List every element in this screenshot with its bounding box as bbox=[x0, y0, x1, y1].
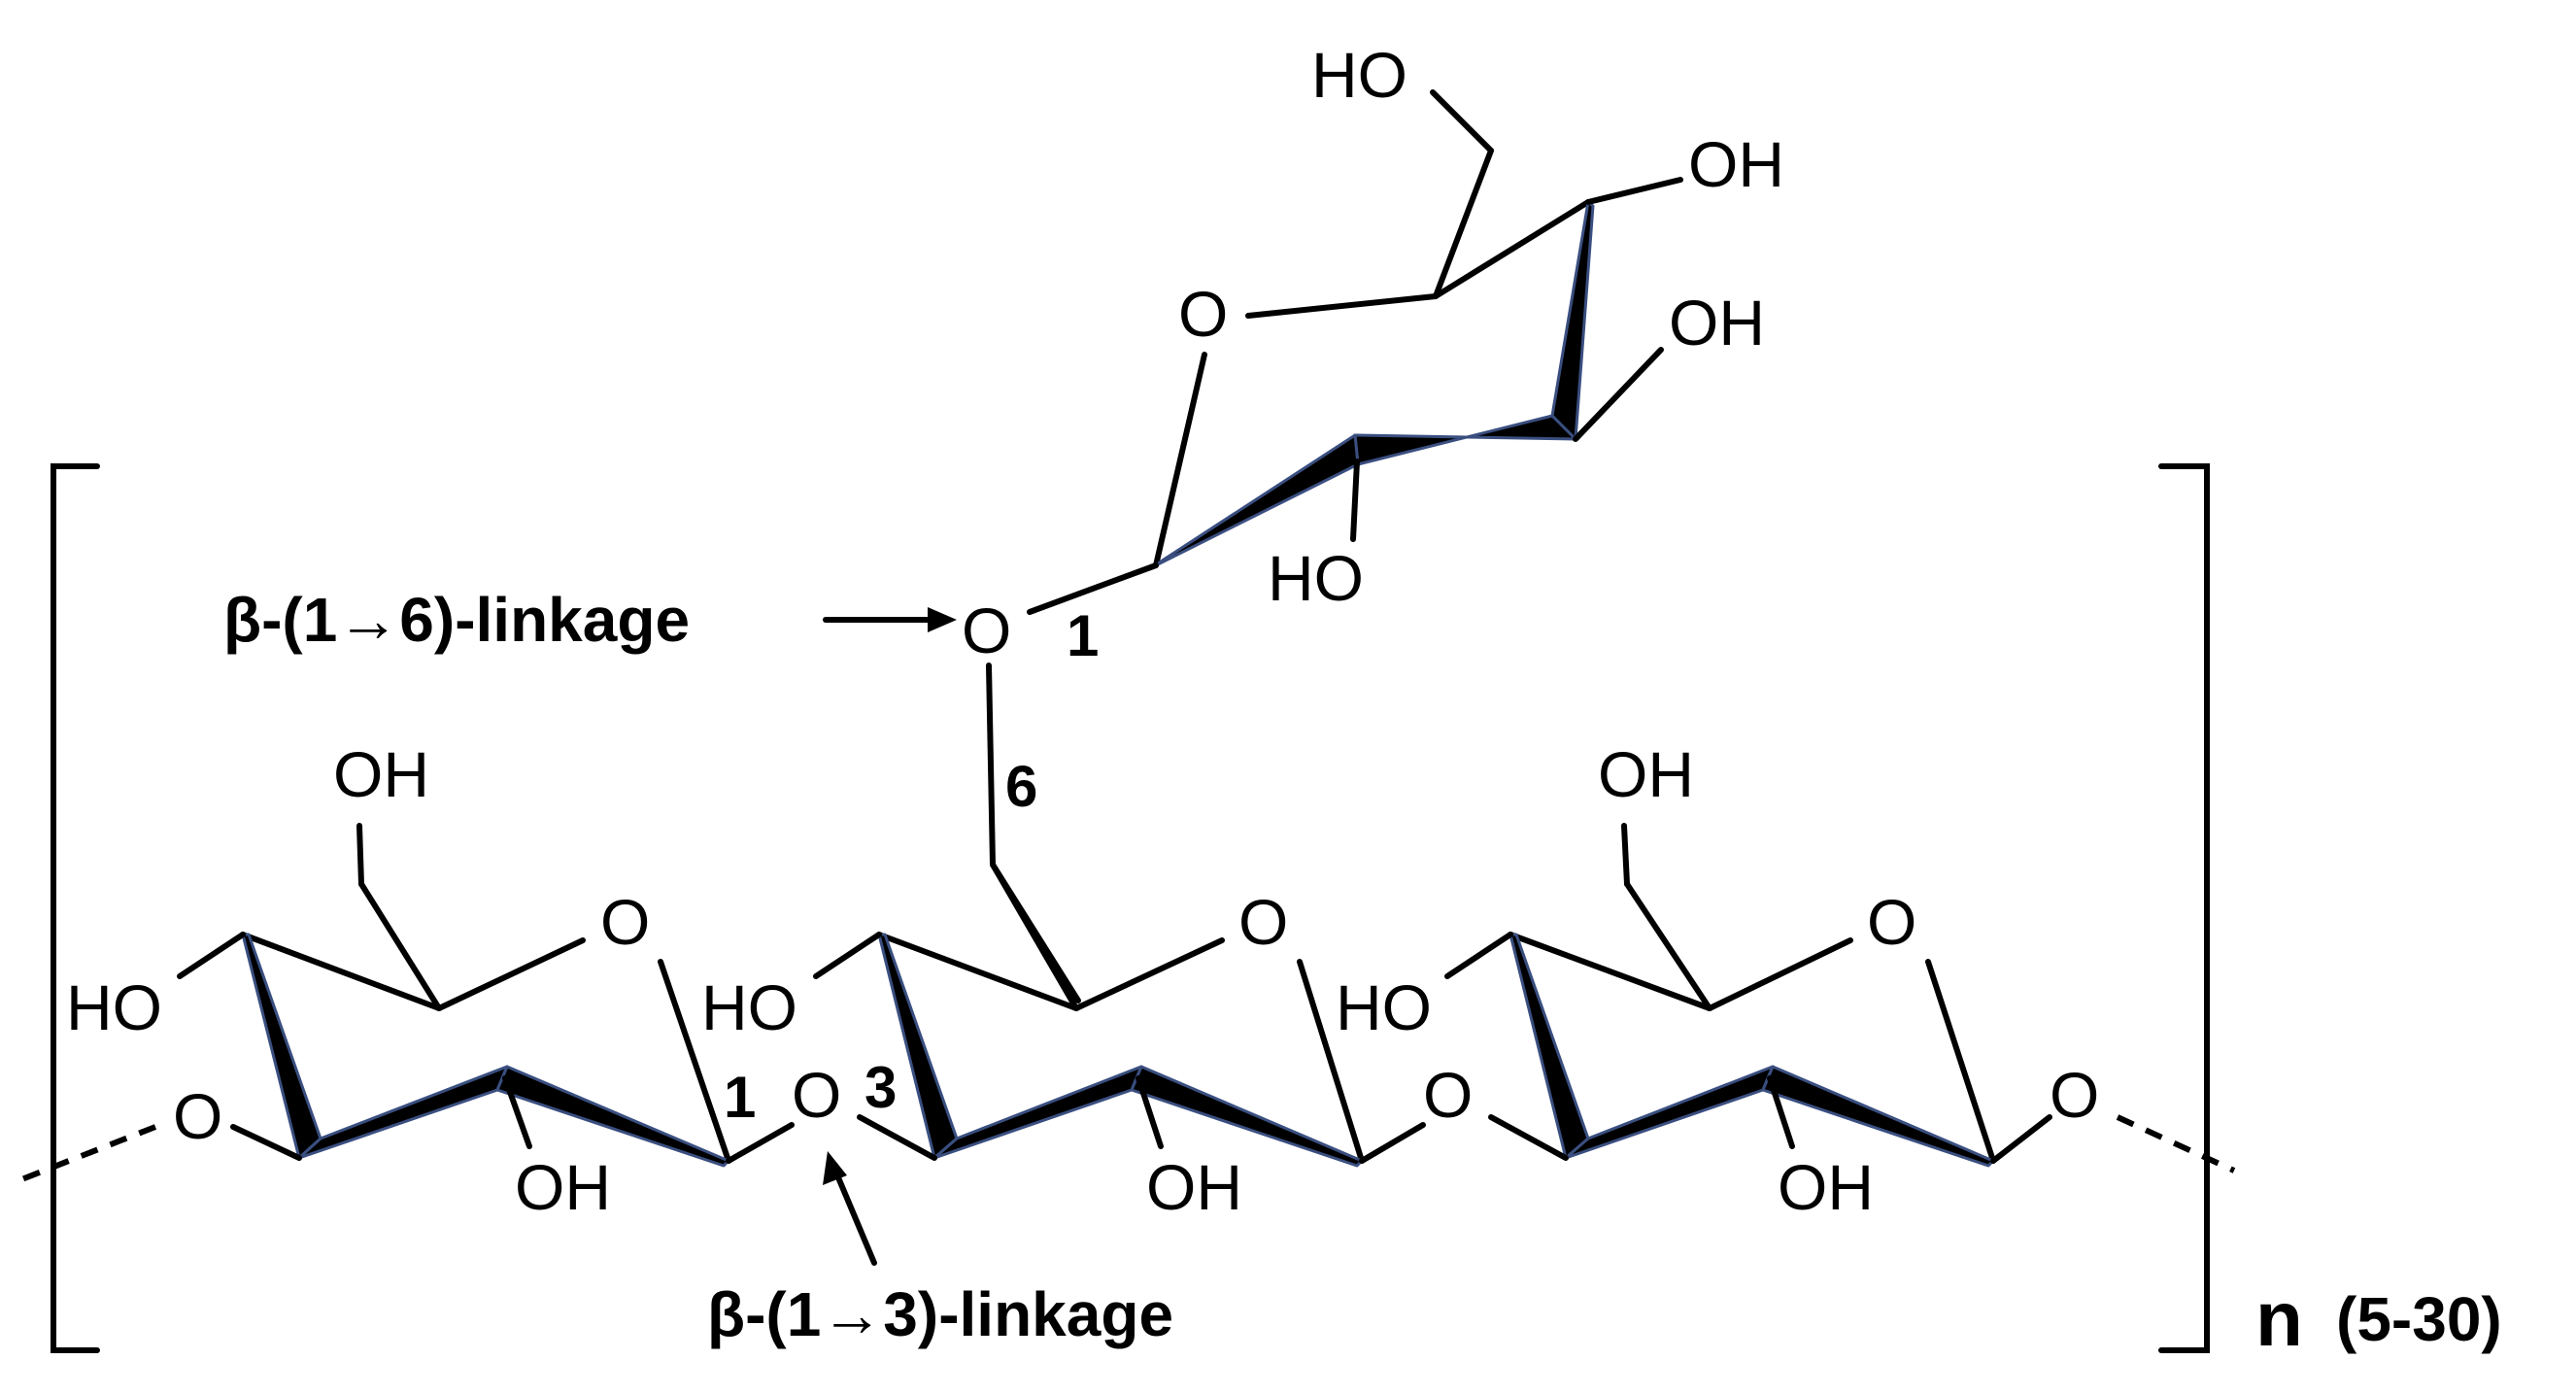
ring2-ring-oxygen-label: O bbox=[1238, 886, 1288, 958]
branch-glucose-ring bbox=[1027, 89, 1683, 615]
ring1-oh-c6-label: OH bbox=[333, 738, 429, 810]
backbone-ring-3 bbox=[1359, 823, 2236, 1173]
position-1-backbone-label: 1 bbox=[724, 1065, 756, 1130]
left-bracket bbox=[51, 463, 100, 1353]
arrow-beta-1-6 bbox=[823, 607, 957, 632]
ring1-ring-oxygen-label: O bbox=[600, 886, 650, 958]
ring2-glycosidic-oxygen-label: O bbox=[1423, 1059, 1473, 1131]
glycosidic-oxygen-1-6-label: O bbox=[962, 595, 1011, 666]
branch-oh-c4-label: OH bbox=[1688, 128, 1784, 200]
position-6-label: 6 bbox=[1005, 754, 1037, 819]
ring1-glycosidic-oxygen-label: O bbox=[173, 1080, 222, 1152]
branch-wedge-right bbox=[1550, 200, 1595, 441]
branch-oh-c3-label: OH bbox=[1669, 287, 1765, 358]
ring1-ho-c4-label: HO bbox=[66, 971, 162, 1043]
backbone-ring-2 bbox=[726, 862, 1365, 1168]
repeat-n-label: n bbox=[2255, 1275, 2303, 1362]
ring3-oh-c6-label: OH bbox=[1598, 738, 1694, 810]
ring3-glycosidic-oxygen-label: O bbox=[2050, 1059, 2099, 1131]
position-1-branch-label: 1 bbox=[1067, 603, 1099, 668]
branch-ho-c2-label: HO bbox=[1268, 542, 1364, 614]
beta-1-3-linkage-label: β-(1→3)-linkage bbox=[707, 1279, 1173, 1349]
ring2-oh-c2-label: OH bbox=[1146, 1151, 1242, 1223]
beta-1-6-bond bbox=[986, 663, 1081, 1003]
repeat-range-label: (5-30) bbox=[2336, 1284, 2502, 1354]
branch-wedge-bottom bbox=[1353, 414, 1577, 466]
ring3-ring-oxygen-label: O bbox=[1867, 886, 1916, 958]
branch-ring-oxygen-label: O bbox=[1178, 278, 1228, 350]
ring1-oh-c2-label: OH bbox=[515, 1151, 611, 1223]
ring2-ho-c4-label: HO bbox=[701, 971, 797, 1043]
ring3-ho-c4-label: HO bbox=[1336, 971, 1432, 1043]
glycosidic-oxygen-1-3-label: O bbox=[792, 1059, 841, 1131]
arrow-beta-1-3 bbox=[823, 1151, 877, 1266]
beta-1-6-linkage-label: β-(1→6)-linkage bbox=[223, 585, 690, 655]
right-bracket bbox=[2158, 463, 2210, 1353]
ring3-oh-c2-label: OH bbox=[1778, 1151, 1874, 1223]
position-3-label: 3 bbox=[864, 1055, 897, 1120]
branch-wedge-left bbox=[1154, 433, 1360, 567]
branch-ho-ch2-label: HO bbox=[1311, 39, 1407, 111]
